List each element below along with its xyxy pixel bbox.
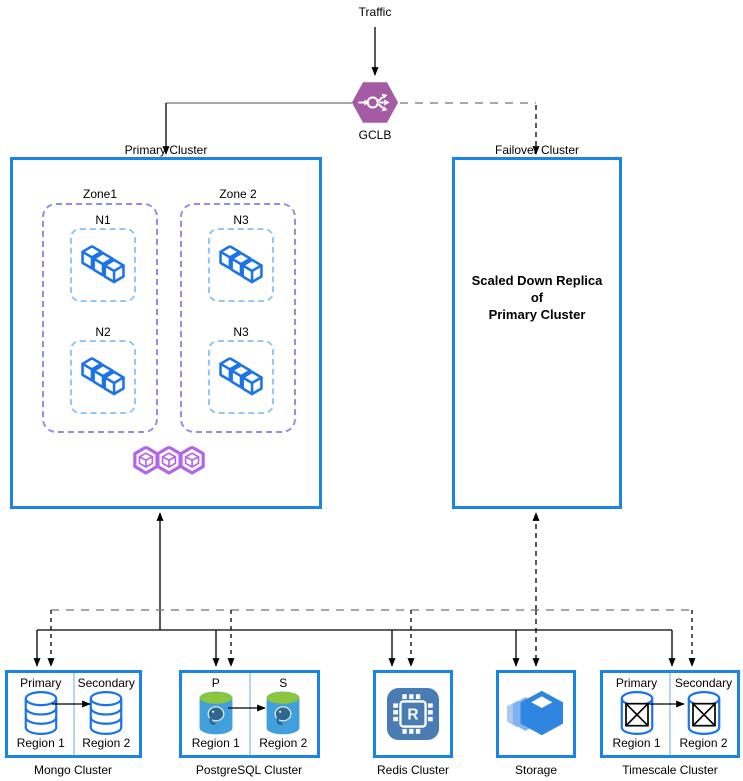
mongo-primary-label: Primary [20, 676, 62, 690]
failover-description-line: Primary Cluster [488, 307, 586, 322]
primary-cluster-title: Primary Cluster [124, 143, 208, 157]
region-divider [72, 673, 75, 755]
redis-cluster-box [373, 670, 453, 758]
node-n3-upper-label: N3 [233, 213, 249, 227]
zone-2: Zone 2 N3 N3 [180, 187, 296, 433]
gclb-icon [351, 80, 399, 125]
mongo-region1-label: Region 1 [16, 736, 65, 750]
postgres-icon [197, 690, 235, 736]
timescale-primary-label: Primary [615, 676, 658, 690]
gclb-label: GCLB [358, 128, 392, 142]
zone-2-label: Zone 2 [219, 187, 257, 201]
zone-1: Zone1 N1 N2 [42, 187, 158, 433]
node-n3-lower: N3 [208, 325, 274, 414]
region-divider [669, 673, 671, 755]
failover-description-line: Scaled Down Replica [471, 273, 603, 288]
region-divider [248, 673, 251, 755]
crossed-database-icon [620, 691, 654, 735]
timescale-cluster-box: Primary Region 1 Secondary Region 2 [600, 670, 740, 758]
mongo-cluster-box: Primary Region 1 Secondary Region 2 [5, 670, 142, 758]
pods-icon [133, 446, 205, 476]
workload-cubes-icon [218, 357, 264, 397]
primary-cluster-box: Primary Cluster Zone1 N1 N2 Zone 2 N3 N3 [10, 143, 322, 509]
workload-cubes-icon [80, 245, 126, 285]
mongo-secondary-half: Secondary Region 2 [74, 673, 140, 755]
failover-cluster-box: Failover Cluster Scaled Down Replica of … [452, 143, 622, 509]
node-n2: N2 [70, 325, 136, 414]
database-icon [89, 691, 123, 735]
timescale-region2-label: Region 2 [679, 736, 728, 750]
redis-icon [386, 687, 440, 741]
crossed-database-icon [687, 691, 721, 735]
node-n3-lower-label: N3 [233, 325, 249, 339]
workload-cubes-icon [218, 245, 264, 285]
mongo-region2-label: Region 2 [82, 736, 131, 750]
traffic-label: Traffic [358, 5, 392, 19]
postgres-region2-label: Region 2 [259, 736, 308, 750]
mongo-secondary-label: Secondary [77, 676, 135, 690]
timescale-primary-half: Primary Region 1 [603, 673, 670, 755]
database-icon [24, 691, 58, 735]
timescale-cluster-label: Timescale Cluster [622, 763, 718, 777]
storage-label: Storage [514, 763, 558, 777]
mongo-primary-half: Primary Region 1 [8, 673, 74, 755]
timescale-region1-label: Region 1 [612, 736, 661, 750]
failover-cluster-title: Failover Cluster [494, 143, 580, 157]
node-n1: N1 [70, 213, 136, 302]
postgresql-cluster-box: P Region 1 S Region 2 [179, 670, 320, 758]
mongo-cluster-label: Mongo Cluster [33, 763, 113, 777]
node-n2-label: N2 [95, 325, 111, 339]
postgres-secondary-label: S [279, 676, 288, 690]
postgresql-cluster-label: PostgreSQL Cluster [195, 763, 303, 777]
workload-cubes-icon [80, 357, 126, 397]
postgres-icon [264, 690, 302, 736]
postgres-region1-label: Region 1 [191, 736, 240, 750]
timescale-secondary-label: Secondary [674, 676, 733, 690]
redis-cluster-label: Redis Cluster [376, 763, 450, 777]
failover-description-line: of [530, 290, 544, 305]
node-n3-upper: N3 [208, 213, 274, 302]
zone-1-label: Zone1 [82, 187, 118, 201]
storage-icon [505, 686, 567, 742]
timescale-secondary-half: Secondary Region 2 [670, 673, 737, 755]
postgres-secondary-half: S Region 2 [250, 673, 318, 755]
failover-description: Scaled Down Replica of Primary Cluster [455, 272, 619, 323]
postgres-primary-half: P Region 1 [182, 673, 250, 755]
postgres-primary-label: P [211, 676, 220, 690]
storage-box [496, 670, 576, 758]
node-n1-label: N1 [95, 213, 111, 227]
